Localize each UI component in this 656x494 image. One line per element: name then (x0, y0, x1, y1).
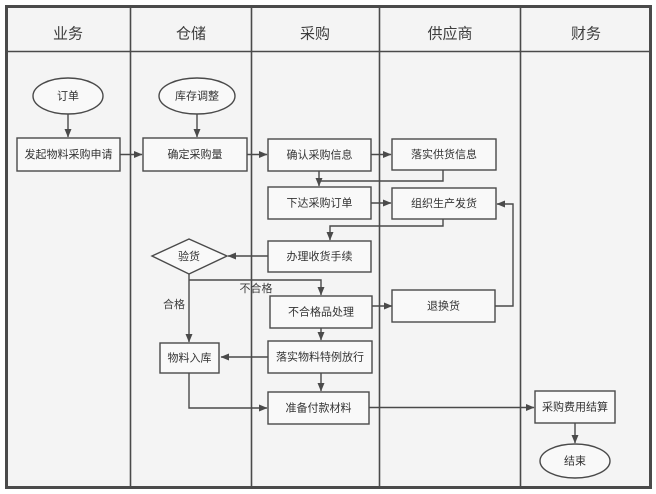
edges (64, 114, 579, 444)
node-organize-ship-label: 组织生产发货 (411, 196, 477, 210)
node-inspect: 验货 (150, 238, 229, 275)
node-return-exchange: 退换货 (391, 289, 496, 323)
node-initiate-request: 发起物料采购申请 (16, 137, 121, 172)
edge-return-to-organizeship (495, 200, 514, 307)
node-initiate-request-label: 发起物料采购申请 (25, 147, 113, 161)
node-confirm-info-label: 确认采购信息 (287, 148, 353, 162)
node-prepare-payment-label: 准备付款材料 (286, 401, 352, 415)
edge-supplyinfo-feedback (319, 170, 444, 182)
node-material-in: 物料入库 (159, 342, 220, 374)
lane-header-warehouse: 仓储 (176, 25, 206, 43)
node-end-label: 结束 (564, 455, 586, 468)
node-organize-ship: 组织生产发货 (391, 187, 497, 220)
node-supply-info: 落实供货信息 (391, 138, 497, 171)
node-special-release-label: 落实物料特例放行 (276, 350, 364, 364)
node-special-release: 落实物料特例放行 (267, 340, 373, 374)
node-inventory-adjust-label: 库存调整 (175, 89, 219, 103)
node-return-exchange-label: 退换货 (427, 299, 460, 313)
node-issue-order: 下达采购订单 (267, 186, 372, 220)
node-expense-settle: 采购费用结算 (534, 390, 616, 424)
node-supply-info-label: 落实供货信息 (411, 147, 477, 161)
node-end: 结束 (539, 443, 611, 479)
node-determine-qty-label: 确定采购量 (168, 147, 223, 161)
lane-header-supplier: 供应商 (427, 25, 472, 43)
node-prepare-payment: 准备付款材料 (267, 391, 370, 425)
edge-label-pass: 合格 (163, 297, 185, 311)
node-material-in-label: 物料入库 (168, 351, 212, 365)
edge-label-fail: 不合格 (240, 281, 273, 295)
node-confirm-info: 确认采购信息 (267, 138, 372, 172)
node-receipt-procedure: 办理收货手续 (267, 240, 372, 273)
edge-inspect-fail-to-nonconforming (189, 279, 325, 296)
edge-organizeship-to-receipt (326, 219, 444, 241)
lane-header-finance: 财务 (571, 25, 601, 43)
node-nonconforming-label: 不合格品处理 (288, 305, 354, 319)
node-nonconforming: 不合格品处理 (269, 295, 373, 329)
node-determine-qty: 确定采购量 (142, 137, 248, 172)
lane-header-business: 业务 (53, 25, 83, 43)
node-order-start: 订单 (32, 77, 104, 115)
lane-header-purchasing: 采购 (300, 25, 330, 43)
node-expense-settle-label: 采购费用结算 (542, 400, 608, 414)
node-inventory-adjust: 库存调整 (158, 77, 236, 115)
node-issue-order-label: 下达采购订单 (287, 196, 353, 210)
node-order-start-label: 订单 (57, 90, 79, 103)
edge-materialin-to-payment (188, 373, 268, 412)
node-receipt-procedure-label: 办理收货手续 (287, 249, 353, 263)
node-inspect-label: 验货 (178, 249, 200, 263)
